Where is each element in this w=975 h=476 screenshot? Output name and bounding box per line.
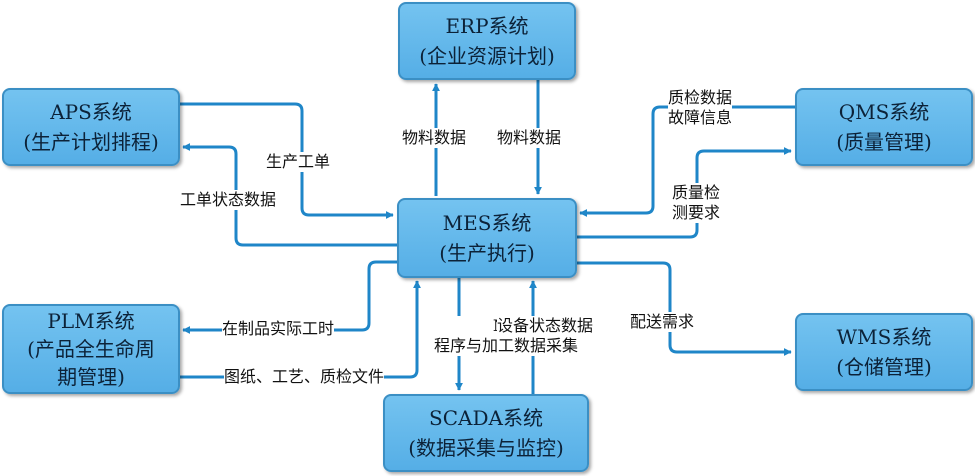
node-mes-subtitle: (生产执行)	[439, 241, 535, 265]
node-wms-subtitle: (仓储管理)	[836, 355, 932, 379]
label-mes-to-qms-line1: 质量检	[672, 183, 721, 202]
node-scada-subtitle: (数据采集与监控)	[408, 436, 564, 460]
node-scada[interactable]: SCADA系统 (数据采集与监控)	[383, 394, 589, 472]
node-erp-title: ERP系统	[445, 14, 529, 38]
node-plm-subtitle: (产品全生命周	[27, 337, 155, 361]
label-scada-to-mes: 设备状态数据	[497, 316, 594, 336]
node-plm[interactable]: PLM系统 (产品全生命周 期管理)	[2, 304, 180, 394]
label-mes-to-qms-line2: 测要求	[672, 203, 721, 222]
node-scada-title: SCADA系统	[429, 406, 543, 430]
arrow-plm-to-mes	[180, 280, 421, 379]
label-plm-to-mes: 图纸、工艺、质检文件	[224, 367, 385, 387]
arrow-mes-to-wms	[577, 261, 792, 356]
label-mes-to-scada-line2: 程序与加工数据采集	[434, 336, 579, 355]
node-aps-subtitle: (生产计划排程)	[23, 130, 159, 154]
node-erp[interactable]: ERP系统 (企业资源计划)	[398, 2, 576, 80]
node-qms-title: QMS系统	[838, 100, 930, 124]
node-mes[interactable]: MES系统 (生产执行)	[397, 198, 577, 278]
label-erp-to-mes: 物料数据	[497, 128, 562, 148]
label-mes-to-aps: 工单状态数据	[180, 190, 277, 210]
node-wms[interactable]: WMS系统 (仓储管理)	[795, 313, 973, 391]
label-aps-to-mes: 生产工单	[266, 152, 331, 172]
arrow-mes-to-plm	[182, 260, 397, 334]
label-mes-to-plm: 在制品实际工时	[222, 319, 335, 339]
arrow-qms-to-mes	[579, 105, 795, 217]
node-plm-subtitle-cont: 期管理)	[57, 365, 125, 389]
node-mes-title: MES系统	[442, 211, 532, 235]
label-mes-to-wms: 配送需求	[630, 312, 695, 332]
node-plm-title: PLM系统	[47, 309, 135, 333]
node-erp-subtitle: (企业资源计划)	[419, 44, 555, 68]
label-mes-to-erp: 物料数据	[402, 128, 467, 148]
label-mes-to-qms: 质量检 测要求	[672, 183, 721, 223]
node-wms-title: WMS系统	[836, 325, 932, 349]
node-qms-subtitle: (质量管理)	[836, 130, 932, 154]
label-qms-to-mes: 质检数据 故障信息	[668, 88, 733, 128]
label-qms-to-mes-line2: 故障信息	[668, 108, 733, 127]
node-aps[interactable]: APS系统 (生产计划排程)	[2, 88, 180, 166]
label-qms-to-mes-line1: 质检数据	[668, 88, 733, 107]
node-aps-title: APS系统	[50, 100, 132, 124]
node-qms[interactable]: QMS系统 (质量管理)	[795, 88, 973, 166]
